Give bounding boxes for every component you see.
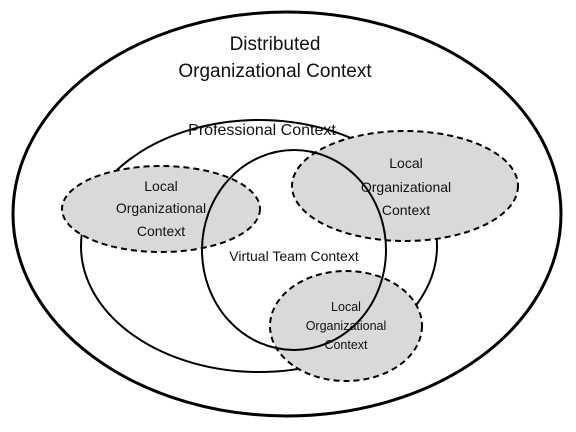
local-right-label-line2: Organizational (361, 179, 451, 195)
local-context-left-ellipse (61, 165, 261, 253)
local-left-label-line2: Organizational (116, 200, 206, 216)
distributed-label-line1: Distributed (230, 34, 321, 55)
professional-label: Professional Context (188, 122, 336, 139)
local-bottom-label-line3: Context (324, 338, 368, 352)
professional-context-ellipse (80, 119, 438, 373)
local-right-label-line3: Context (382, 202, 430, 218)
virtual-team-context-ellipse (201, 149, 387, 351)
local-bottom-label-line2: Organizational (306, 319, 387, 333)
local-left-label-line3: Context (137, 223, 185, 239)
distributed-label-line2: Organizational Context (178, 61, 372, 82)
local-right-label-line1: Local (389, 155, 422, 171)
distributed-context-ellipse (11, 10, 563, 418)
virtual-team-label: Virtual Team Context (229, 248, 359, 264)
local-bottom-label-line1: Local (331, 300, 361, 314)
local-left-label-line1: Local (144, 178, 177, 194)
local-context-right-ellipse (291, 130, 519, 242)
local-context-bottom-ellipse (269, 270, 423, 382)
